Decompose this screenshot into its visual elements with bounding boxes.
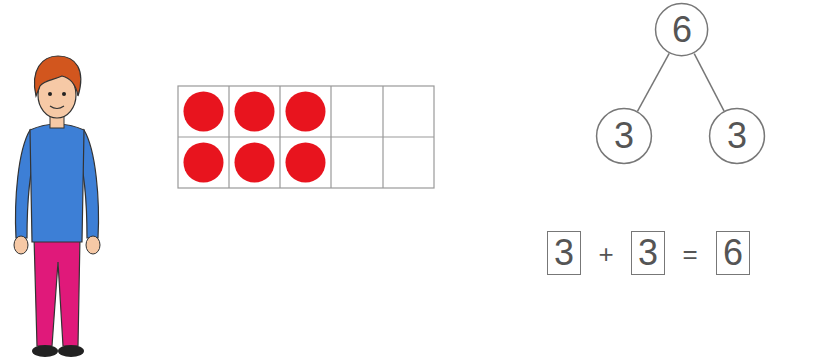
- operator-sign: =: [682, 241, 697, 267]
- bond-line: [694, 54, 724, 112]
- number-text: 3: [727, 118, 747, 154]
- bond-line: [637, 53, 669, 111]
- number-bond-circle: 3: [709, 108, 765, 164]
- number-bond-circle: 3: [596, 108, 652, 164]
- operator-sign: +: [598, 241, 613, 267]
- answer-box: 3: [547, 231, 581, 275]
- answer-box: 6: [716, 231, 750, 275]
- number-bond-circle: 6: [655, 3, 708, 56]
- number-text: 3: [614, 118, 634, 154]
- number-text: 3: [638, 235, 658, 271]
- number-text: 6: [723, 235, 743, 271]
- answer-box: 3: [631, 231, 665, 275]
- number-text: 3: [554, 235, 574, 271]
- number-text: 6: [672, 12, 692, 48]
